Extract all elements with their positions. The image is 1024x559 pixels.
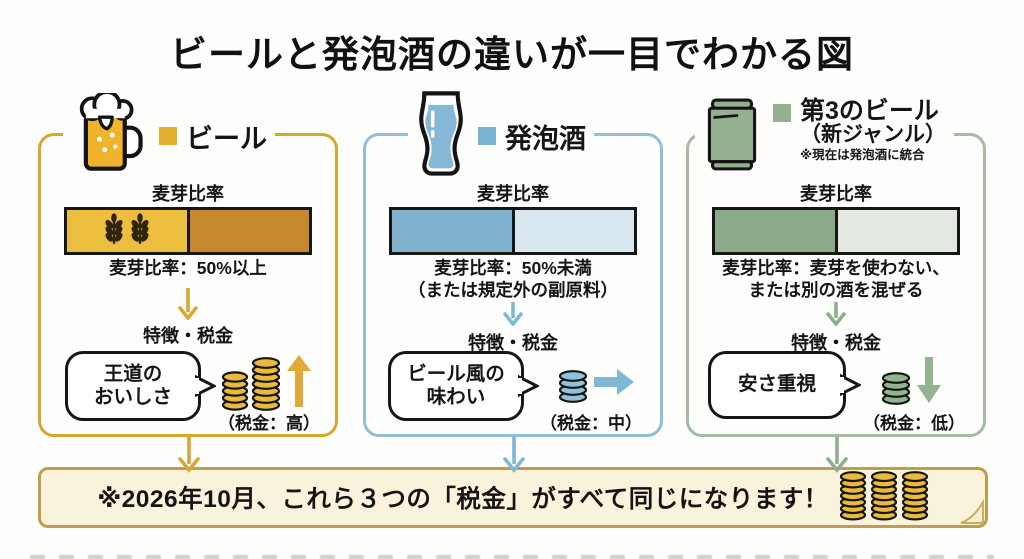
coin-stack-icon: [881, 363, 911, 410]
third-beer-sublabel: （新ジャンル）: [800, 123, 946, 147]
beer-tax-label: （税金：高）: [218, 414, 320, 433]
coin-stack-icon: [221, 365, 249, 416]
happoshu-tax-label: （税金：中）: [540, 414, 642, 433]
third-beer-bar-left-half: [715, 210, 835, 252]
page-title: ビールと発泡酒の違いが一目でわかる図: [170, 34, 854, 75]
happoshu-panel: 発泡酒 麦芽比率 麦芽比率：50%未満 （または規定外の副原料） 特徴・税金 ビ…: [363, 90, 663, 437]
coin-stack-group-icon: [839, 470, 929, 521]
speech-tail-icon: [518, 374, 539, 398]
beer-can-icon: [703, 98, 761, 179]
wheat-icon: [128, 212, 152, 250]
beer-bar-right-half: [189, 210, 309, 252]
beer-glass-icon: [416, 90, 466, 183]
third-beer-ratio-heading: 麦芽比率: [800, 184, 872, 204]
third-beer-panel: 第3のビール （新ジャンル） ※現在は発泡酒に統合 麦芽比率 麦芽比率：麦芽を使…: [686, 96, 986, 437]
third-beer-label: 第3のビール: [800, 97, 939, 125]
beer-speech-bubble: 王道の おいしさ: [65, 351, 216, 421]
third-beer-tax-label: （税金：低）: [863, 414, 965, 433]
happoshu-bullet-square: [478, 127, 496, 145]
beer-bubble-text: 王道の おいしさ: [93, 362, 172, 408]
beer-bullet-square: [159, 127, 177, 145]
third-beer-label-block: 第3のビール （新ジャンル） ※現在は発泡酒に統合: [800, 96, 946, 162]
tax-right-arrow-icon: [594, 369, 634, 400]
happoshu-bar-right-half: [514, 210, 634, 252]
happoshu-down-arrow-icon: [502, 302, 524, 331]
beer-header: ビール: [63, 89, 275, 180]
happoshu-speech-bubble: ビール風の 味わい: [388, 351, 539, 421]
happoshu-label: 発泡酒: [505, 123, 586, 154]
happoshu-bubble-text: ビール風の 味わい: [407, 362, 505, 408]
happoshu-bar-left-half: [392, 210, 512, 252]
beer-panel: ビール 麦芽比率: [38, 89, 338, 437]
speech-tail-icon: [840, 373, 861, 397]
beer-feature-heading: 特徴・税金: [143, 326, 233, 346]
happoshu-connector-arrow-icon: [502, 437, 526, 478]
third-beer-speech-bubble: 安さ重視: [708, 351, 861, 419]
beer-mug-icon: [71, 89, 147, 180]
third-beer-bubble-text: 安さ重視: [737, 373, 816, 396]
third-beer-malt-ratio-bar: [712, 207, 960, 255]
third-beer-feature-row: 安さ重視 （税金：低）: [689, 351, 983, 433]
bar-divider: [186, 210, 190, 252]
beer-malt-ratio-bar: [64, 207, 312, 255]
third-beer-bar-right-half: [837, 210, 957, 252]
bar-divider: [511, 210, 515, 252]
third-beer-note: ※現在は発泡酒に統合: [800, 148, 925, 163]
beer-bar-left-half: [67, 210, 187, 252]
third-beer-feature-heading: 特徴・税金: [791, 333, 881, 353]
happoshu-feature-row: ビール風の 味わい （税金：中）: [366, 351, 660, 433]
beer-feature-row: 王道の おいしさ: [41, 351, 335, 433]
beer-ratio-heading: 麦芽比率: [152, 184, 224, 204]
footer-banner-text: ※2026年10月、これら３つの「税金」がすべて同じになります！: [97, 486, 829, 513]
third-beer-connector-arrow-icon: [825, 437, 849, 478]
wheat-icon: [102, 212, 126, 250]
happoshu-malt-ratio-bar: [389, 207, 637, 255]
happoshu-ratio-heading: 麦芽比率: [477, 184, 549, 204]
third-beer-header: 第3のビール （新ジャンル） ※現在は発泡酒に統合: [695, 96, 954, 182]
beer-connector-arrow-icon: [177, 437, 201, 478]
speech-tail-icon: [195, 374, 216, 398]
beer-label: ビール: [186, 123, 267, 154]
cropped-text-strip: [30, 555, 994, 559]
tax-up-arrow-icon: [287, 355, 311, 412]
third-beer-ratio-text: 麦芽比率：麦芽を使わない、 または別の酒を混ぜる: [722, 258, 950, 300]
happoshu-ratio-text: 麦芽比率：50%未満 （または規定外の副原料）: [408, 258, 618, 300]
beer-down-arrow-icon: [177, 288, 199, 325]
third-beer-down-arrow-icon: [825, 302, 847, 331]
coin-stack-icon: [558, 361, 588, 408]
happoshu-feature-heading: 特徴・税金: [468, 333, 558, 353]
page-curl-icon: [960, 499, 984, 524]
bar-divider: [834, 210, 838, 252]
happoshu-header: 発泡酒: [408, 90, 594, 183]
third-beer-bullet-square: [773, 104, 791, 122]
tax-down-arrow-icon: [917, 357, 941, 408]
coin-stack-icon: [251, 353, 281, 416]
beer-ratio-text: 麦芽比率：50%以上: [109, 258, 267, 278]
